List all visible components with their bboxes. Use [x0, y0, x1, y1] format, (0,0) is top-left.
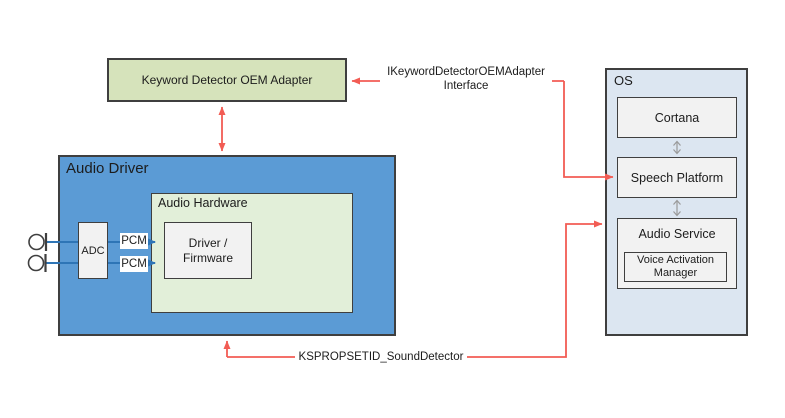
audio-driver-label: Audio Driver — [66, 160, 149, 177]
speech-platform-label: Speech Platform — [630, 170, 724, 185]
driver-firmware-label-line1: Driver / — [188, 235, 228, 250]
pcm-label-top: PCM — [120, 233, 148, 249]
ikeyword-interface-label: IKeywordDetectorOEMAdapter Interface — [380, 65, 552, 93]
cortana-box: Cortana — [617, 97, 737, 138]
cortana-label: Cortana — [654, 110, 700, 125]
pcm-label-bottom: PCM — [120, 256, 148, 272]
voice-activation-manager-label-line1: Voice Activation — [636, 254, 715, 266]
adc-label: ADC — [81, 244, 105, 257]
keyword-detector-oem-adapter-box: Keyword Detector OEM Adapter — [107, 58, 347, 102]
ikeyword-interface-label-line2: Interface — [443, 80, 489, 92]
os-label: OS — [614, 73, 633, 88]
driver-firmware-box: Driver / Firmware — [164, 222, 252, 279]
adc-box: ADC — [78, 222, 108, 279]
speech-platform-box: Speech Platform — [617, 157, 737, 198]
voice-activation-manager-label-line2: Manager — [653, 267, 698, 279]
voice-activation-manager-box: Voice Activation Manager — [624, 252, 727, 282]
microphone-icon — [27, 254, 47, 272]
microphone-icon — [28, 233, 48, 251]
audio-hardware-label: Audio Hardware — [158, 196, 248, 210]
driver-firmware-label-line2: Firmware — [183, 250, 233, 265]
keyword-detector-oem-adapter-label: Keyword Detector OEM Adapter — [141, 73, 313, 87]
ksprop-sounddetector-label: KSPROPSETID_SoundDetector — [295, 350, 467, 365]
audio-service-label: Audio Service — [638, 227, 716, 241]
ikeyword-interface-label-line1: IKeywordDetectorOEMAdapter — [387, 66, 545, 78]
